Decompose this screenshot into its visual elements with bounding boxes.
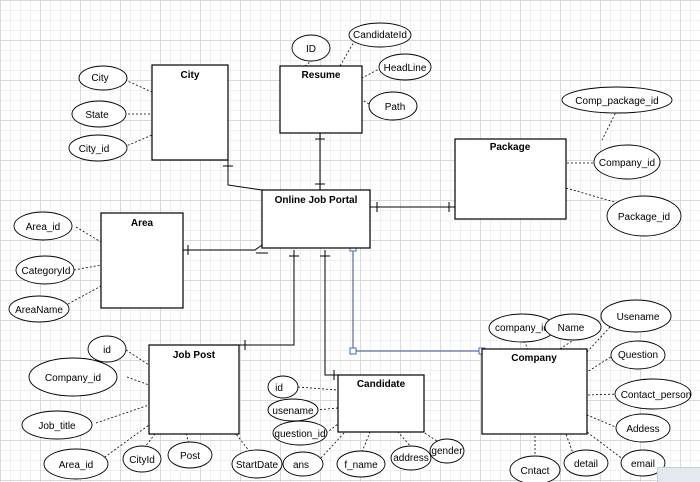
svg-text:Resume: Resume xyxy=(302,70,341,81)
svg-text:question_id: question_id xyxy=(274,429,325,440)
svg-text:Company: Company xyxy=(511,353,557,364)
svg-text:Comp_package_id: Comp_package_id xyxy=(575,96,658,107)
corner-widget xyxy=(657,467,700,482)
attr-company-email: email xyxy=(620,449,666,477)
attr-company-cntact: Cntact xyxy=(509,455,561,482)
svg-text:Area_id: Area_id xyxy=(59,460,93,471)
entity-candidate: Candidate xyxy=(337,374,425,433)
svg-text:Addess: Addess xyxy=(626,424,659,435)
svg-text:Area: Area xyxy=(131,218,154,229)
entity-resume: Resume xyxy=(279,65,363,134)
attr-candidate-f-name: f_name xyxy=(336,450,386,478)
svg-text:Company_id: Company_id xyxy=(45,373,101,384)
svg-text:CityId: CityId xyxy=(129,455,155,466)
attr-city-city-id: City_id xyxy=(68,134,128,162)
entity-job-post: Job Post xyxy=(148,344,240,435)
attr-area-areaname: AreaName xyxy=(8,295,70,323)
attr-jobpost-cityid: CityId xyxy=(122,445,162,473)
svg-text:gender: gender xyxy=(431,446,463,457)
svg-text:f_name: f_name xyxy=(344,460,378,471)
attr-resume-headline: HeadLine xyxy=(378,53,432,81)
svg-text:ans: ans xyxy=(293,460,309,471)
svg-text:Path: Path xyxy=(385,102,406,113)
attr-candidate-id: id xyxy=(267,375,299,399)
relationship-lines xyxy=(183,133,486,380)
attr-company-detail: detail xyxy=(563,449,609,477)
attr-package-comp-package-id: Comp_package_id xyxy=(561,86,673,114)
attr-company-addess: Addess xyxy=(615,413,671,443)
svg-text:City: City xyxy=(91,73,108,84)
svg-text:Name: Name xyxy=(558,323,585,334)
svg-text:HeadLine: HeadLine xyxy=(384,63,427,74)
entity-package: Package xyxy=(454,138,567,220)
attr-company-question: Question xyxy=(610,340,666,370)
attr-package-package-id: Package_id xyxy=(606,195,682,237)
svg-text:State: State xyxy=(85,110,109,121)
attr-jobpost-startdate: StartDate xyxy=(231,449,283,479)
svg-text:usename: usename xyxy=(272,406,314,417)
svg-text:City_id: City_id xyxy=(79,144,110,155)
svg-text:Cntact: Cntact xyxy=(521,466,550,477)
svg-text:City: City xyxy=(181,70,200,81)
attr-company-name: Name xyxy=(544,313,602,341)
entity-online-job-portal: Online Job Portal xyxy=(261,189,371,249)
svg-text:Contact_person: Contact_person xyxy=(621,390,692,401)
attr-package-company-id: Company_id xyxy=(593,144,661,180)
entity-city: City xyxy=(151,64,229,161)
attr-jobpost-area-id: Area_id xyxy=(43,448,109,480)
svg-text:detail: detail xyxy=(574,459,598,470)
svg-text:AreaName: AreaName xyxy=(15,305,63,316)
svg-text:Area_id: Area_id xyxy=(26,222,60,233)
attr-candidate-ans: ans xyxy=(282,451,324,477)
svg-text:company_id: company_id xyxy=(495,323,549,334)
svg-text:Post: Post xyxy=(180,451,200,462)
attr-city-state: State xyxy=(71,100,127,128)
svg-text:email: email xyxy=(631,459,655,470)
attr-jobpost-id: id xyxy=(87,335,127,363)
attr-candidate-gender: gender xyxy=(429,438,465,464)
svg-text:Package_id: Package_id xyxy=(618,212,670,223)
svg-text:Online Job Portal: Online Job Portal xyxy=(275,195,358,206)
svg-text:CategoryId: CategoryId xyxy=(22,266,71,277)
attr-jobpost-post: Post xyxy=(167,441,213,469)
attr-jobpost-company-id: Company_id xyxy=(28,357,118,397)
svg-text:Job_title: Job_title xyxy=(38,421,76,432)
attr-company-usename: Usename xyxy=(600,299,672,333)
entity-area: Area xyxy=(100,212,184,309)
svg-text:Candidate: Candidate xyxy=(357,379,406,390)
svg-text:StartDate: StartDate xyxy=(236,460,279,471)
attr-resume-id: ID xyxy=(291,34,331,62)
entity-company: Company xyxy=(481,348,588,435)
attr-candidate-usename: usename xyxy=(267,398,319,422)
svg-text:Package: Package xyxy=(490,142,531,153)
svg-text:id: id xyxy=(103,345,111,356)
attr-city-city: City xyxy=(78,65,128,91)
attr-area-area-id: Area_id xyxy=(13,211,73,241)
attr-resume-candidateid: CandidateId xyxy=(348,22,412,48)
svg-text:Question: Question xyxy=(618,350,658,361)
svg-text:ID: ID xyxy=(306,44,316,55)
svg-text:CandidateId: CandidateId xyxy=(353,30,407,41)
attr-company-contact-person: Contact_person xyxy=(614,378,692,410)
svg-text:Usename: Usename xyxy=(617,312,660,323)
svg-text:Job Post: Job Post xyxy=(173,350,216,361)
svg-text:id: id xyxy=(275,383,283,394)
svg-text:address: address xyxy=(393,453,429,464)
attr-jobpost-job-title: Job_title xyxy=(21,410,93,440)
attr-candidate-address: address xyxy=(390,445,432,471)
attr-area-categoryid: CategoryId xyxy=(15,255,75,285)
attr-candidate-question-id: question_id xyxy=(272,420,328,446)
svg-text:Company_id: Company_id xyxy=(599,158,655,169)
attr-resume-path: Path xyxy=(368,91,418,121)
